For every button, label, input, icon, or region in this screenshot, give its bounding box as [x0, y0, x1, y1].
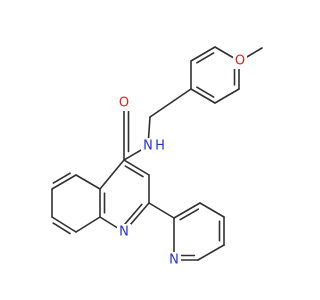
bond-r4-r5: [190, 88, 216, 104]
bond-Py3-Py4: [199, 202, 225, 218]
bond-Py5-Py6: [197, 244, 225, 261]
bond-Py2-Py3: [173, 202, 201, 219]
atom-labels: O N H O N N: [117, 53, 247, 268]
molecule-structure: O N H O N N: [51, 46, 263, 268]
bond-Q4-Q3: [123, 159, 150, 176]
bond-Q5-Q6-double: [52, 172, 71, 184]
bond-Q7-Q8-double: [52, 222, 71, 235]
pyridine-nitrogen-label: N: [169, 253, 179, 268]
amide-hydrogen-label: H: [155, 139, 165, 154]
molecule-canvas: O N H O N N: [51, 46, 263, 268]
bond-r5-CH2: [149, 88, 192, 118]
bond-Q2-Py2: [148, 202, 175, 219]
carbonyl-oxygen-label: O: [119, 96, 129, 111]
bond-r6-r1: [190, 46, 216, 62]
methoxy-oxygen-label: O: [235, 54, 245, 69]
bond-Q5-Q6: [51, 174, 77, 190]
bond-r3-r4: [214, 88, 240, 104]
bond-Q8-Q8a: [75, 216, 101, 233]
bond-r4-r5-double: [196, 86, 215, 98]
bond-Q2-Qn-double: [123, 203, 143, 226]
amide-nitrogen-label: N: [143, 139, 153, 154]
bond-Q4a-Q5: [75, 174, 101, 190]
bond-r6-r1-double: [196, 52, 215, 64]
bond-Py2-Py3-double: [179, 208, 200, 221]
quinoline-nitrogen-label: N: [119, 225, 129, 240]
bond-Q7-Q8: [51, 216, 77, 233]
bond-Q4a-Q4: [99, 159, 125, 190]
bond-Q4-Q3-double: [124, 165, 144, 178]
bonds: [51, 46, 263, 261]
